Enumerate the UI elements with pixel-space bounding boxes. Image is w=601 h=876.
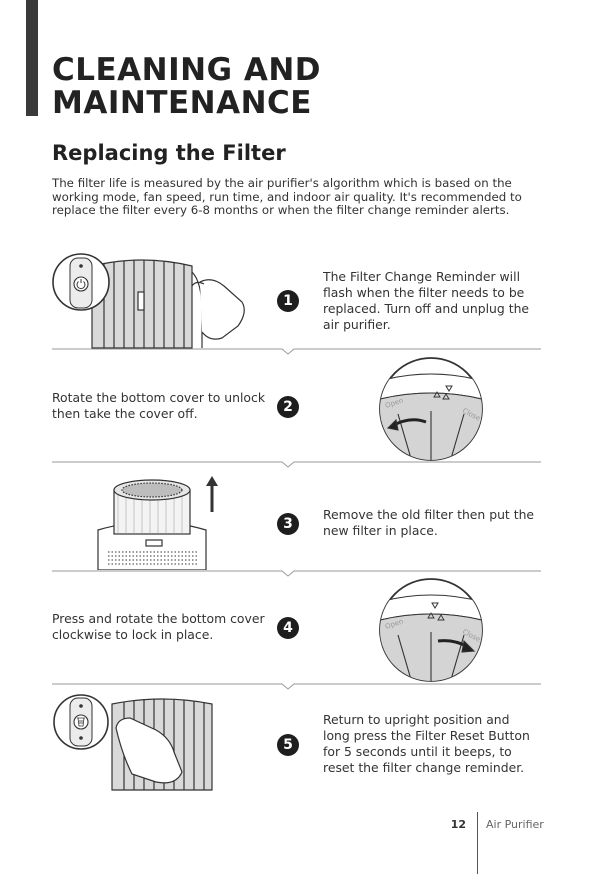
footer-divider (477, 812, 478, 874)
step-divider (52, 348, 541, 355)
section-subtitle: Replacing the Filter (52, 141, 286, 165)
step-5-illustration (53, 694, 213, 791)
section-accent-bar (26, 0, 38, 116)
step-5-text: Return to upright position and long pres… (323, 712, 530, 775)
page-title-line-2: MAINTENANCE (52, 85, 312, 121)
step-2-number-badge: 2 (277, 396, 299, 418)
step-1-illustration (52, 253, 245, 349)
step-2-illustration: Open Close (379, 357, 483, 461)
product-name: Air Purifier (486, 818, 544, 831)
page-title: CLEANING AND MAINTENANCE (52, 54, 321, 120)
step-3-illustration (97, 476, 218, 570)
step-5-number-badge: 5 (277, 734, 299, 756)
step-1-text: The Filter Change Reminder will flash wh… (323, 269, 530, 332)
intro-paragraph: The filter life is measured by the air p… (52, 176, 522, 218)
step-divider (52, 683, 541, 690)
step-4-illustration: Open Close (379, 578, 483, 682)
step-1-number-badge: 1 (277, 290, 299, 312)
step-divider (52, 570, 541, 577)
step-3-text: Remove the old filter then put the new f… (323, 507, 535, 538)
step-divider (52, 461, 541, 468)
page-number: 12 (450, 818, 466, 831)
page-title-line-1: CLEANING AND (52, 52, 322, 88)
step-2-text: Rotate the bottom cover to unlock then t… (52, 390, 266, 421)
step-4-number-badge: 4 (277, 617, 299, 639)
step-3-number-badge: 3 (277, 513, 299, 535)
step-4-text: Press and rotate the bottom cover clockw… (52, 611, 265, 642)
